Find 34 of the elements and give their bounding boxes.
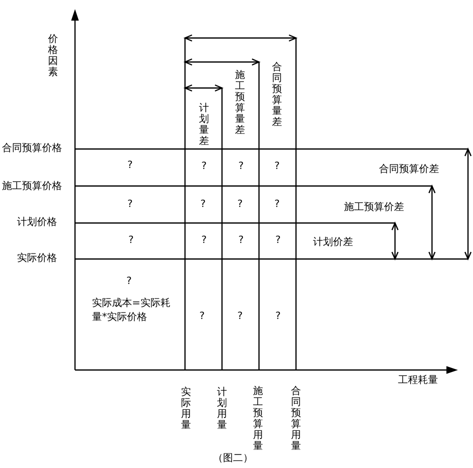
quantity-difference-label: 施工预算量差 xyxy=(235,70,245,136)
quantity-label: 实际用量 xyxy=(181,387,191,431)
quantity-label: 计划用量 xyxy=(217,387,227,431)
unknown-value: ? xyxy=(201,161,207,173)
unknown-value: ? xyxy=(274,199,280,211)
unknown-value: ? xyxy=(238,235,244,247)
price-label: 实际价格 xyxy=(17,253,57,265)
unknown-value: ? xyxy=(274,161,280,173)
axis-label: 价格因素 xyxy=(48,34,58,78)
quantity-difference-label: 计划量差 xyxy=(199,103,209,147)
quantity-difference-label: 合同预算量差 xyxy=(272,62,282,128)
unknown-value: ? xyxy=(275,235,281,247)
unknown-value: ? xyxy=(200,199,206,211)
price-difference-label: 合同预算价差 xyxy=(379,164,439,176)
unknown-value: ? xyxy=(199,311,205,323)
figure-caption: （图二） xyxy=(213,453,253,465)
price-label: 合同预算价格 xyxy=(2,143,62,155)
unknown-value: ? xyxy=(128,235,134,247)
unknown-value: ? xyxy=(127,199,133,211)
unknown-value: ? xyxy=(126,276,132,288)
unknown-value: ? xyxy=(201,235,207,247)
cost-formula: 实际成本=实际耗量*实际价格 xyxy=(92,297,172,325)
price-label: 计划价格 xyxy=(17,217,57,229)
price-difference-label: 计划价差 xyxy=(313,237,353,249)
axis-label: 工程耗量 xyxy=(398,375,438,387)
quantity-label: 施工预算用量 xyxy=(253,386,263,452)
price-difference-label: 施工预算价差 xyxy=(344,202,404,214)
unknown-value: ? xyxy=(237,199,243,211)
quantity-label: 合同预算用量 xyxy=(291,386,301,452)
unknown-value: ? xyxy=(238,161,244,173)
price-label: 施工预算价格 xyxy=(2,181,62,193)
unknown-value: ? xyxy=(127,160,133,172)
unknown-value: ? xyxy=(275,311,281,323)
unknown-value: ? xyxy=(237,311,243,323)
